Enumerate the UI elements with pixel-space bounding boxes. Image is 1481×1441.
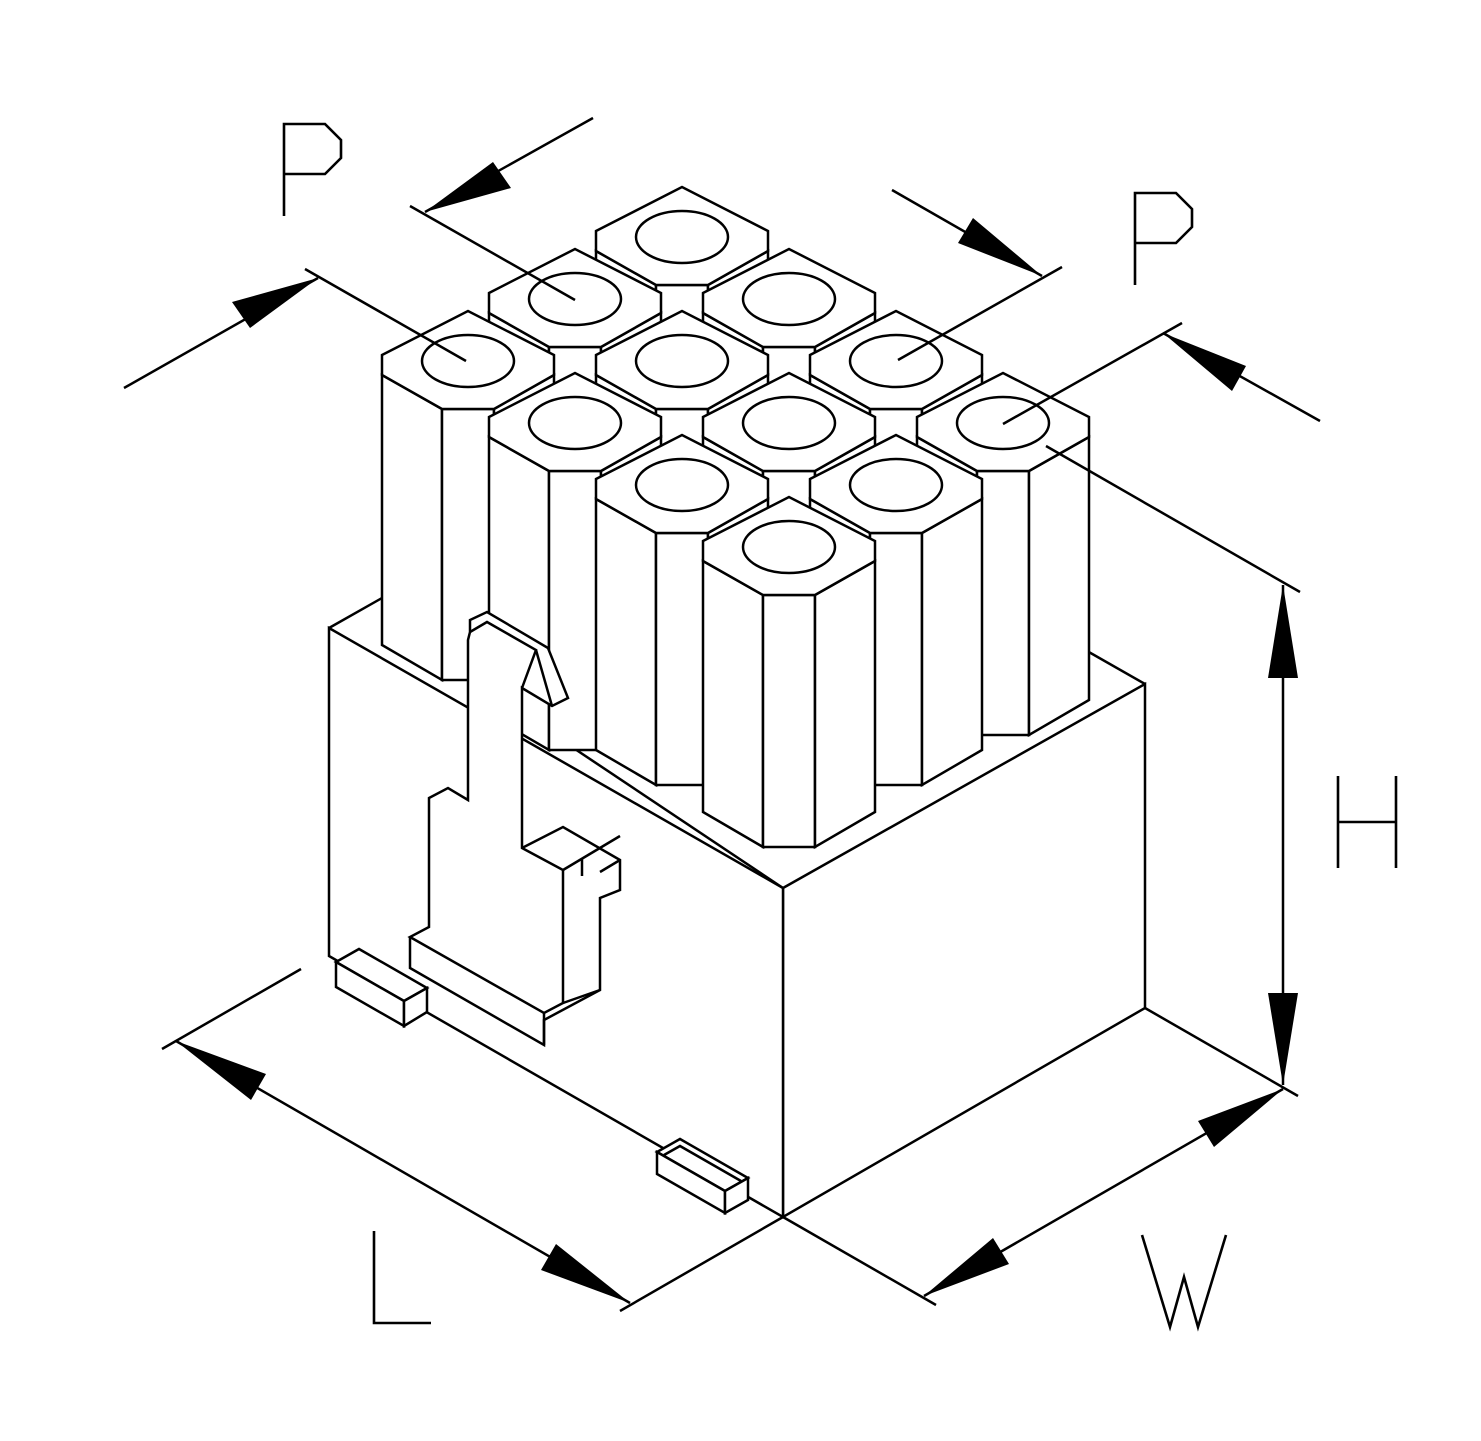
label-w: W <box>0 0 1228 1332</box>
dimension-labels: P P H L W <box>0 0 1398 1332</box>
arrow-l-right <box>541 1244 630 1303</box>
arrow-p1-top <box>425 162 511 212</box>
pin-hole <box>741 271 837 327</box>
pin-hole <box>634 333 730 389</box>
arrow-w-left <box>924 1238 1009 1296</box>
label-h: H <box>0 0 1398 868</box>
arrow-p2-bottom <box>1163 333 1246 391</box>
svg-text:P: P <box>0 0 9 4</box>
arrow-h-top <box>1268 585 1298 678</box>
arrow-w-right <box>1198 1089 1283 1147</box>
pin-hole <box>741 519 837 575</box>
pin-hole <box>848 457 944 513</box>
latch <box>333 610 622 1048</box>
arrow-l-left <box>176 1041 266 1100</box>
pin-hole <box>527 395 623 451</box>
pin-array <box>380 185 1091 850</box>
arrow-h-bottom <box>1268 993 1298 1085</box>
label-l: L <box>0 0 431 1325</box>
svg-text:L: L <box>0 0 10 4</box>
dimension-lines <box>123 116 1321 1313</box>
bottom-peg <box>654 1137 751 1216</box>
pin-hole <box>634 209 730 265</box>
svg-text:H: H <box>0 0 12 4</box>
label-p-left: P <box>0 0 343 216</box>
pin-hole <box>634 457 730 513</box>
arrow-p1-bottom <box>232 278 318 328</box>
pin-hole <box>741 395 837 451</box>
pin <box>701 495 877 850</box>
svg-text:P: P <box>0 0 9 4</box>
svg-text:W: W <box>0 0 16 4</box>
label-p-right: P <box>0 0 1194 285</box>
arrow-p2-top <box>958 218 1042 276</box>
